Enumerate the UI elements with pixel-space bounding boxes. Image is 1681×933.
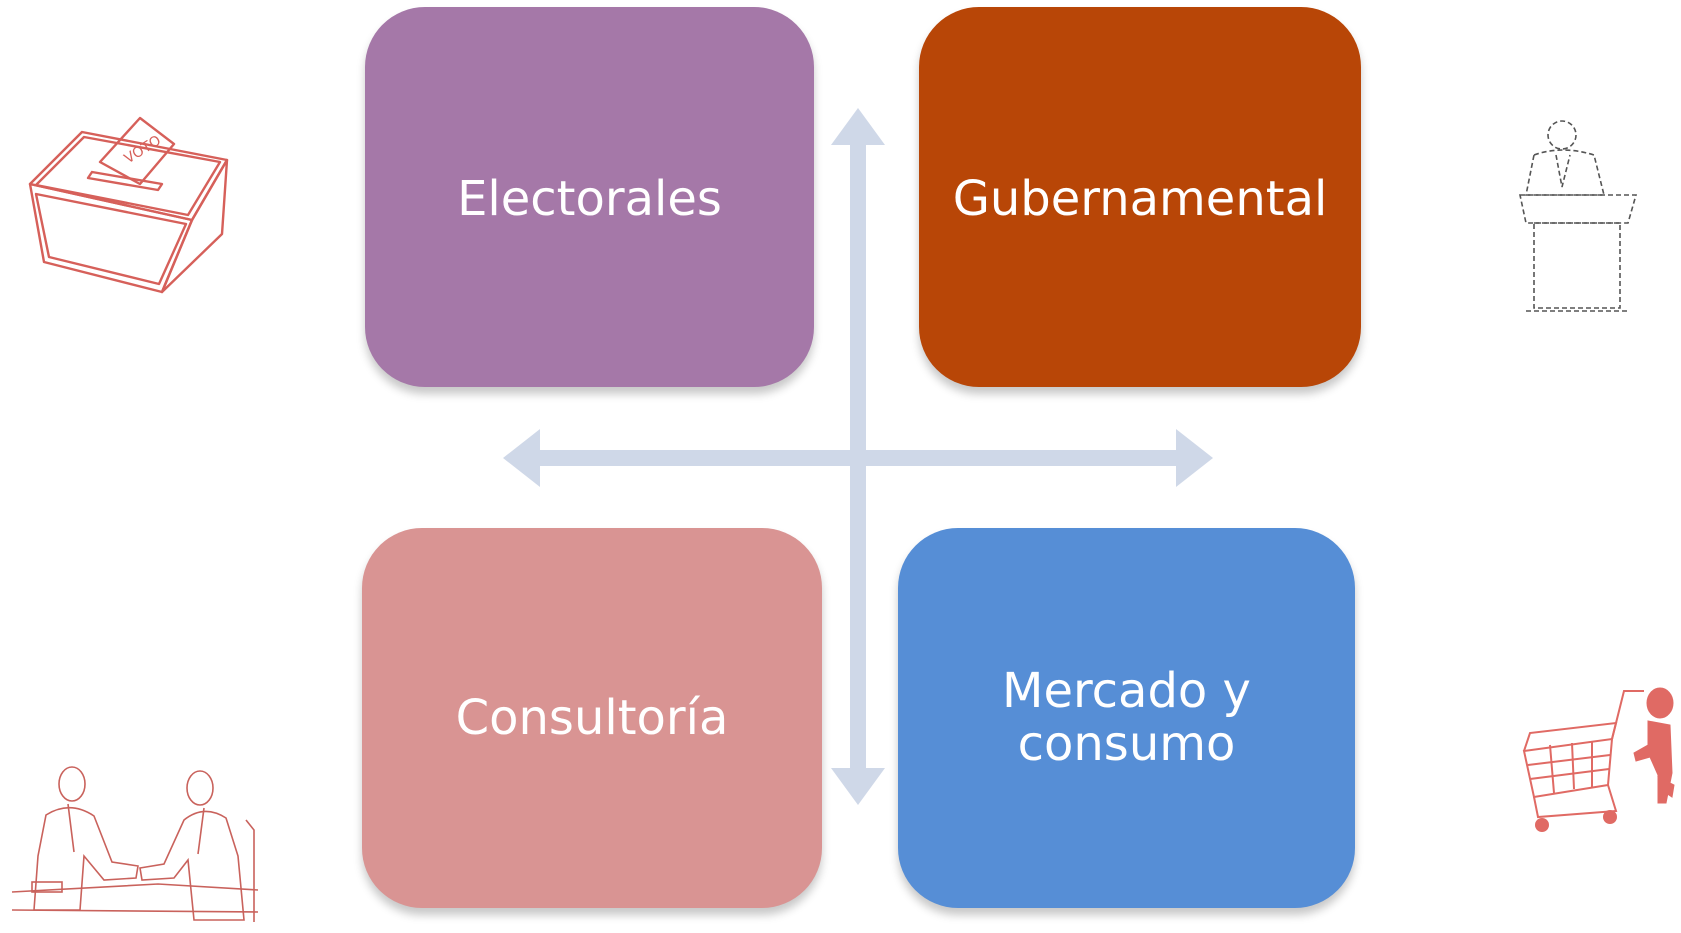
quadrant-mercado-consumo: Mercado y consumo (898, 528, 1355, 908)
vertical-axis (850, 140, 866, 770)
quadrant-gubernamental: Gubernamental (919, 7, 1361, 387)
quadrant-electorales: Electorales (365, 7, 814, 387)
quadrant-label: Mercado y consumo (1002, 663, 1251, 772)
quadrant-consultoria: Consultoría (362, 528, 822, 908)
handshake-meeting-icon (11, 766, 259, 922)
ballot-box-icon: VOTO (28, 116, 229, 294)
quadrant-label: Gubernamental (952, 171, 1328, 227)
down-arrow-head (831, 768, 885, 805)
shopping-cart-person-icon (1522, 687, 1675, 832)
horizontal-axis (532, 450, 1182, 466)
podium-speaker-icon (1519, 120, 1638, 312)
quadrant-label: Consultoría (455, 689, 729, 746)
up-arrow-head (831, 108, 885, 145)
right-arrow-head (1176, 429, 1213, 487)
quadrant-label: Electorales (457, 171, 722, 227)
left-arrow-head (503, 429, 540, 487)
